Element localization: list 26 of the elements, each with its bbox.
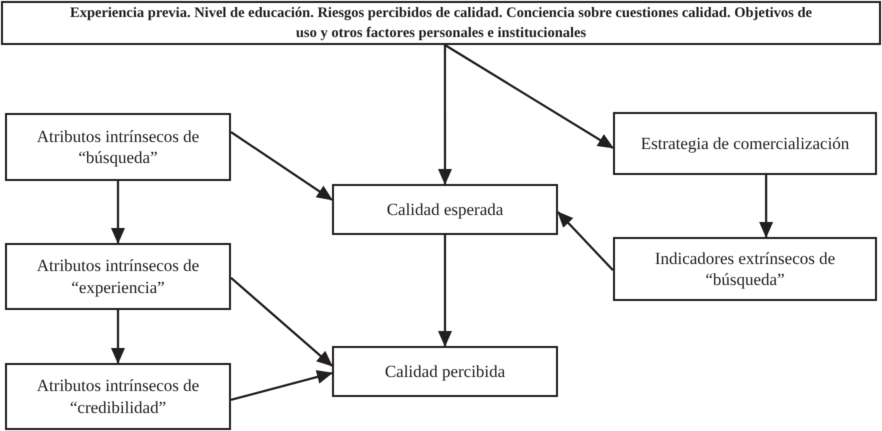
arrow	[759, 175, 774, 238]
text-box	[5, 113, 231, 181]
arrow	[438, 45, 452, 185]
arrow	[557, 211, 614, 272]
box-label: Experiencia previa. Nivel de educación. Riesgos percibidos de calidad. Conciencia sobre cuestiones calidad. Objetivos de uso y otros factores personales e institucionales	[69, 4, 813, 43]
arrow	[438, 235, 452, 347]
arrow	[111, 310, 125, 364]
text-box	[332, 184, 558, 235]
box-label: Atributos intrínsecos de “búsqueda”	[36, 126, 200, 168]
box-label: Calidad esperada	[386, 198, 504, 220]
box-label: Estrategia de comercialización	[640, 132, 850, 154]
text-box	[1, 1, 881, 45]
text-box	[5, 243, 231, 310]
arrow	[230, 277, 333, 367]
text-box	[332, 346, 558, 397]
box-label: Atributos intrínsecos de “experiencia”	[36, 255, 200, 298]
text-box	[613, 237, 877, 301]
arrow	[111, 181, 125, 244]
box-label: Calidad percibida	[384, 360, 506, 382]
arrow	[230, 131, 333, 201]
box-label: Atributos intrínsecos de “credibilidad”	[36, 375, 200, 418]
box-label: Indicadores extrínsecos de “búsqueda”	[654, 248, 836, 290]
arrow	[230, 370, 333, 401]
text-box	[613, 112, 877, 175]
arrow	[444, 44, 614, 149]
text-box	[5, 363, 231, 430]
